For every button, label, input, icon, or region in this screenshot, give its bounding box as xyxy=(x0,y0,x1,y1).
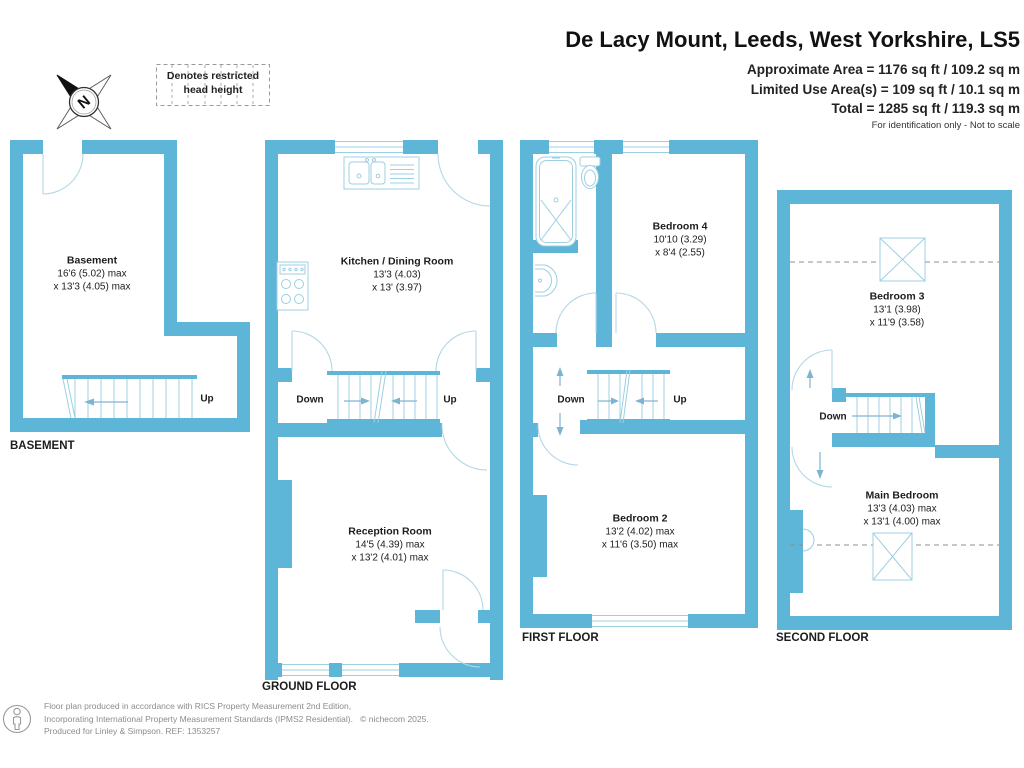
first-stairs xyxy=(556,367,670,436)
first-down-label: Down xyxy=(557,394,585,406)
floor-label-ground: GROUND FLOOR xyxy=(262,681,357,693)
first-up-label: Up xyxy=(673,394,687,406)
floor-label-first: FIRST FLOOR xyxy=(522,632,599,644)
chimney-breast-bump xyxy=(802,528,815,552)
skylight-main-bedroom xyxy=(872,532,913,581)
second-stairs xyxy=(846,393,926,434)
ground-up-label: Up xyxy=(443,394,457,406)
ground-windows xyxy=(282,140,403,677)
footer: Floor plan produced in accordance with R… xyxy=(8,700,429,738)
first-windows xyxy=(549,140,688,628)
ground-down-label: Down xyxy=(296,394,324,406)
second-down-label: Down xyxy=(819,411,847,423)
ground-stairs xyxy=(327,370,440,424)
second-doors xyxy=(791,349,833,488)
legend-hatch-icon xyxy=(156,64,270,106)
person-icon xyxy=(2,704,32,734)
basement-plan xyxy=(10,140,250,432)
ground-floor-plan xyxy=(265,140,503,680)
room-label-bedroom4: Bedroom 4 10'10 (3.29) x 8'4 (2.55) xyxy=(652,220,708,259)
basement-stairs xyxy=(62,375,197,419)
basement-up-label: Up xyxy=(200,393,214,405)
footer-text: Floor plan produced in accordance with R… xyxy=(44,700,429,738)
second-floor-plan xyxy=(777,190,1012,630)
ground-doors xyxy=(291,153,491,668)
second-walls xyxy=(777,190,1012,630)
first-floor-plan xyxy=(520,140,758,628)
room-label-basement: Basement 16'6 (5.02) max x 13'3 (4.05) m… xyxy=(53,254,131,293)
footer-line1: Floor plan produced in accordance with R… xyxy=(44,701,352,711)
compass-rose-icon: N xyxy=(56,74,112,130)
floor-label-basement: BASEMENT xyxy=(10,440,75,452)
basement-walls xyxy=(10,140,250,432)
room-label-main-bedroom: Main Bedroom 13'3 (4.03) max x 13'1 (4.0… xyxy=(863,489,941,528)
approximate-area: Approximate Area = 1176 sq ft / 109.2 sq… xyxy=(747,62,1020,77)
toilet xyxy=(579,156,601,189)
page-title: De Lacy Mount, Leeds, West Yorkshire, LS… xyxy=(565,27,1020,52)
footer-copyright: © nichecom 2025. xyxy=(360,713,429,724)
room-label-bedroom2: Bedroom 2 13'2 (4.02) max x 11'6 (3.50) … xyxy=(601,512,679,551)
first-doors xyxy=(537,292,657,466)
ground-walls xyxy=(265,140,503,680)
kitchen-sink-unit xyxy=(343,156,420,190)
bathtub xyxy=(535,156,577,247)
room-label-bedroom3: Bedroom 3 13'1 (3.98) x 11'9 (3.58) xyxy=(869,290,925,329)
footer-line3: Produced for Linley & Simpson. REF: 1353… xyxy=(44,726,221,736)
limited-use-area: Limited Use Area(s) = 109 sq ft / 10.1 s… xyxy=(750,81,1020,97)
area-summary: Approximate Area = 1176 sq ft / 109.2 sq… xyxy=(747,60,1020,119)
legend-label: Denotes restricted head height xyxy=(166,70,260,96)
restricted-head-height-lines xyxy=(790,261,999,546)
footer-line2: Incorporating International Property Mea… xyxy=(44,713,429,724)
footer-icon-spacer xyxy=(8,700,38,730)
skylight-bedroom3 xyxy=(879,237,926,282)
room-label-kitchen-dining: Kitchen / Dining Room 13'3 (4.03) x 13' … xyxy=(340,255,454,294)
floor-label-second: SECOND FLOOR xyxy=(776,632,869,644)
restricted-head-height-legend: Denotes restricted head height xyxy=(156,64,270,106)
total-area: Total = 1285 sq ft / 119.3 sq m xyxy=(831,101,1020,116)
kitchen-hob xyxy=(276,261,309,311)
basement-door xyxy=(42,153,84,195)
washbasin xyxy=(535,264,558,297)
disclaimer-text: For identification only - Not to scale xyxy=(871,120,1020,131)
room-label-reception: Reception Room 14'5 (4.39) max x 13'2 (4… xyxy=(348,525,432,564)
